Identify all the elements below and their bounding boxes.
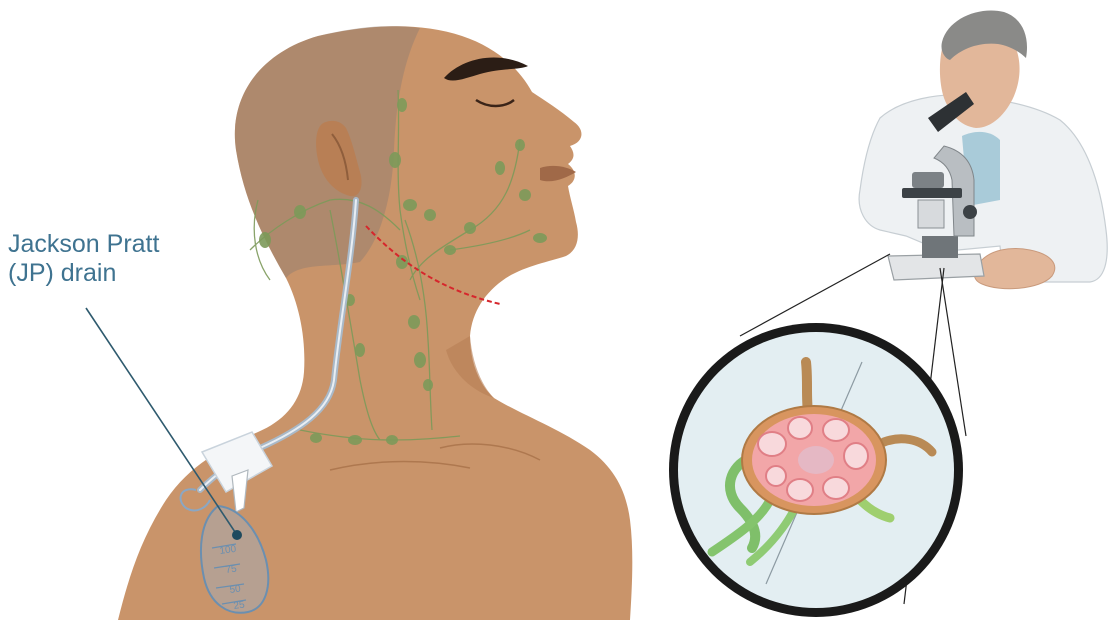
drain-scale-50: 50 xyxy=(229,583,242,596)
drain-leader-line xyxy=(86,308,237,535)
node-medulla xyxy=(798,446,834,474)
scientist-microscope xyxy=(859,10,1107,288)
drain-leader-dot xyxy=(232,530,242,540)
drain-scale-25: 25 xyxy=(233,599,246,612)
scientist-hand xyxy=(974,249,1055,289)
lymph-node-magnified xyxy=(669,323,963,617)
patient-head-illustration xyxy=(118,26,632,620)
drain-scale-75: 75 xyxy=(225,563,238,576)
